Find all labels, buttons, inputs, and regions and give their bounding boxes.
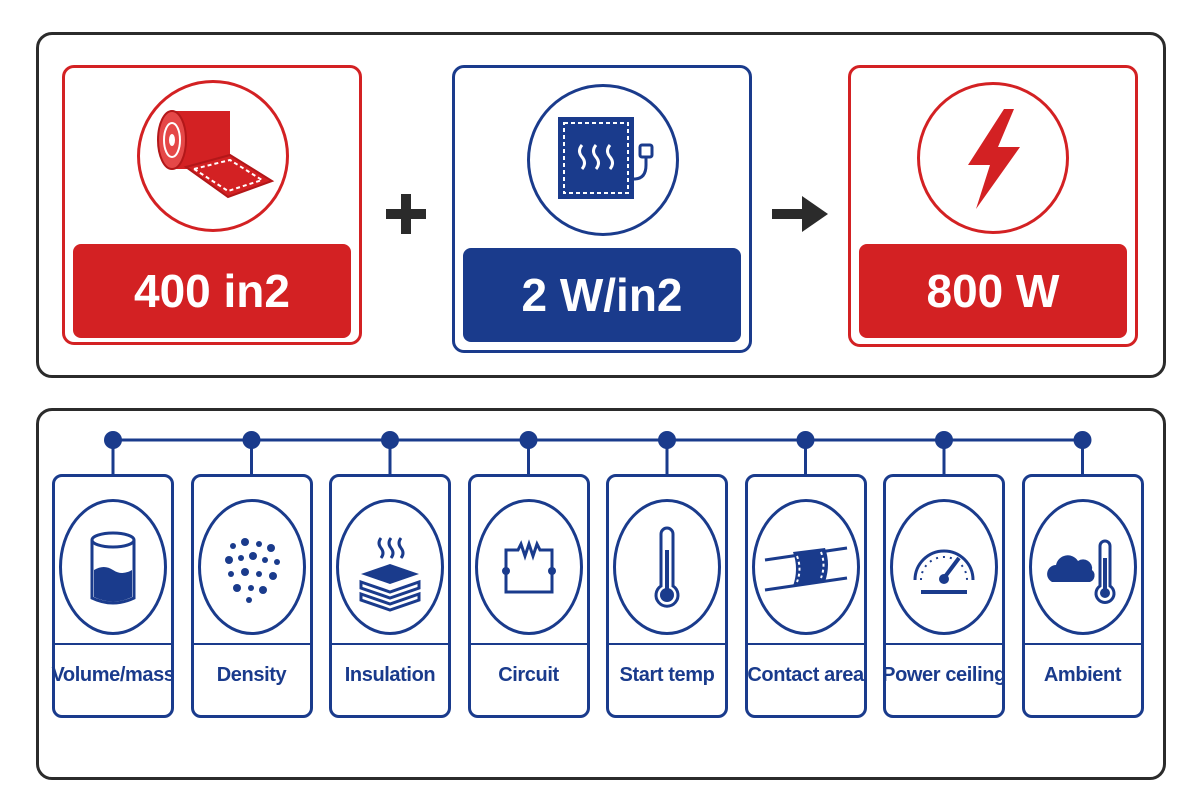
factor-divider — [332, 643, 448, 645]
factor-circuit: Circuit — [467, 474, 590, 718]
area-card: 400 in2 — [62, 65, 362, 345]
connector-node — [104, 431, 122, 449]
cloud-thermometer-icon — [1028, 499, 1137, 635]
connector-node — [242, 431, 261, 449]
factor-label: Ambient — [1043, 663, 1122, 686]
power-card: 800 W — [848, 65, 1138, 347]
pipe-wrap-icon — [751, 499, 860, 635]
factor-insulation: Insulation — [329, 474, 451, 718]
factor-label: Power ceiling — [882, 663, 1006, 686]
factor-divider — [886, 643, 1002, 645]
factor-ambient: Ambient — [1021, 474, 1144, 718]
arrow-right-icon — [772, 196, 828, 232]
factor-divider — [747, 643, 864, 645]
factor-label: Start temp — [619, 663, 715, 686]
power-density-value: 2 W/in2 — [463, 248, 741, 342]
connector-node — [519, 431, 538, 449]
particles-icon — [197, 499, 306, 635]
factor-density: Density — [190, 474, 313, 718]
thermometer-icon — [613, 499, 721, 635]
factor-volume-mass: Volume/mass — [51, 474, 175, 718]
insulation-layers-icon — [336, 499, 444, 635]
factor-label: Insulation — [344, 663, 436, 686]
factor-divider — [193, 643, 310, 645]
connector-node — [935, 431, 953, 449]
gauge-icon — [890, 499, 998, 635]
connector-node — [796, 431, 815, 449]
connector-node — [381, 431, 399, 449]
power-density-card: 2 W/in2 — [452, 65, 752, 353]
factor-divider — [470, 643, 587, 645]
factor-start-temp: Start temp — [606, 474, 728, 718]
heating-pad-icon — [527, 84, 679, 236]
plus-icon — [386, 194, 426, 234]
factor-label: Volume/mass — [51, 663, 175, 686]
circuit-icon — [474, 499, 583, 635]
factor-power-ceiling: Power ceiling — [882, 474, 1006, 718]
factor-divider — [55, 643, 171, 645]
factor-divider — [609, 643, 725, 645]
factor-divider — [1024, 643, 1141, 645]
area-value: 400 in2 — [73, 244, 351, 338]
lightning-bolt-icon — [917, 82, 1069, 234]
factor-label: Contact area — [747, 663, 864, 686]
factor-contact-area: Contact area — [744, 474, 867, 718]
liquid-container-icon — [59, 499, 167, 635]
power-value: 800 W — [859, 244, 1127, 338]
factor-label: Circuit — [498, 663, 559, 686]
connector-node — [1073, 431, 1092, 449]
connector-node — [658, 431, 676, 449]
factor-label: Density — [216, 663, 287, 686]
fabric-roll-icon — [137, 80, 289, 232]
